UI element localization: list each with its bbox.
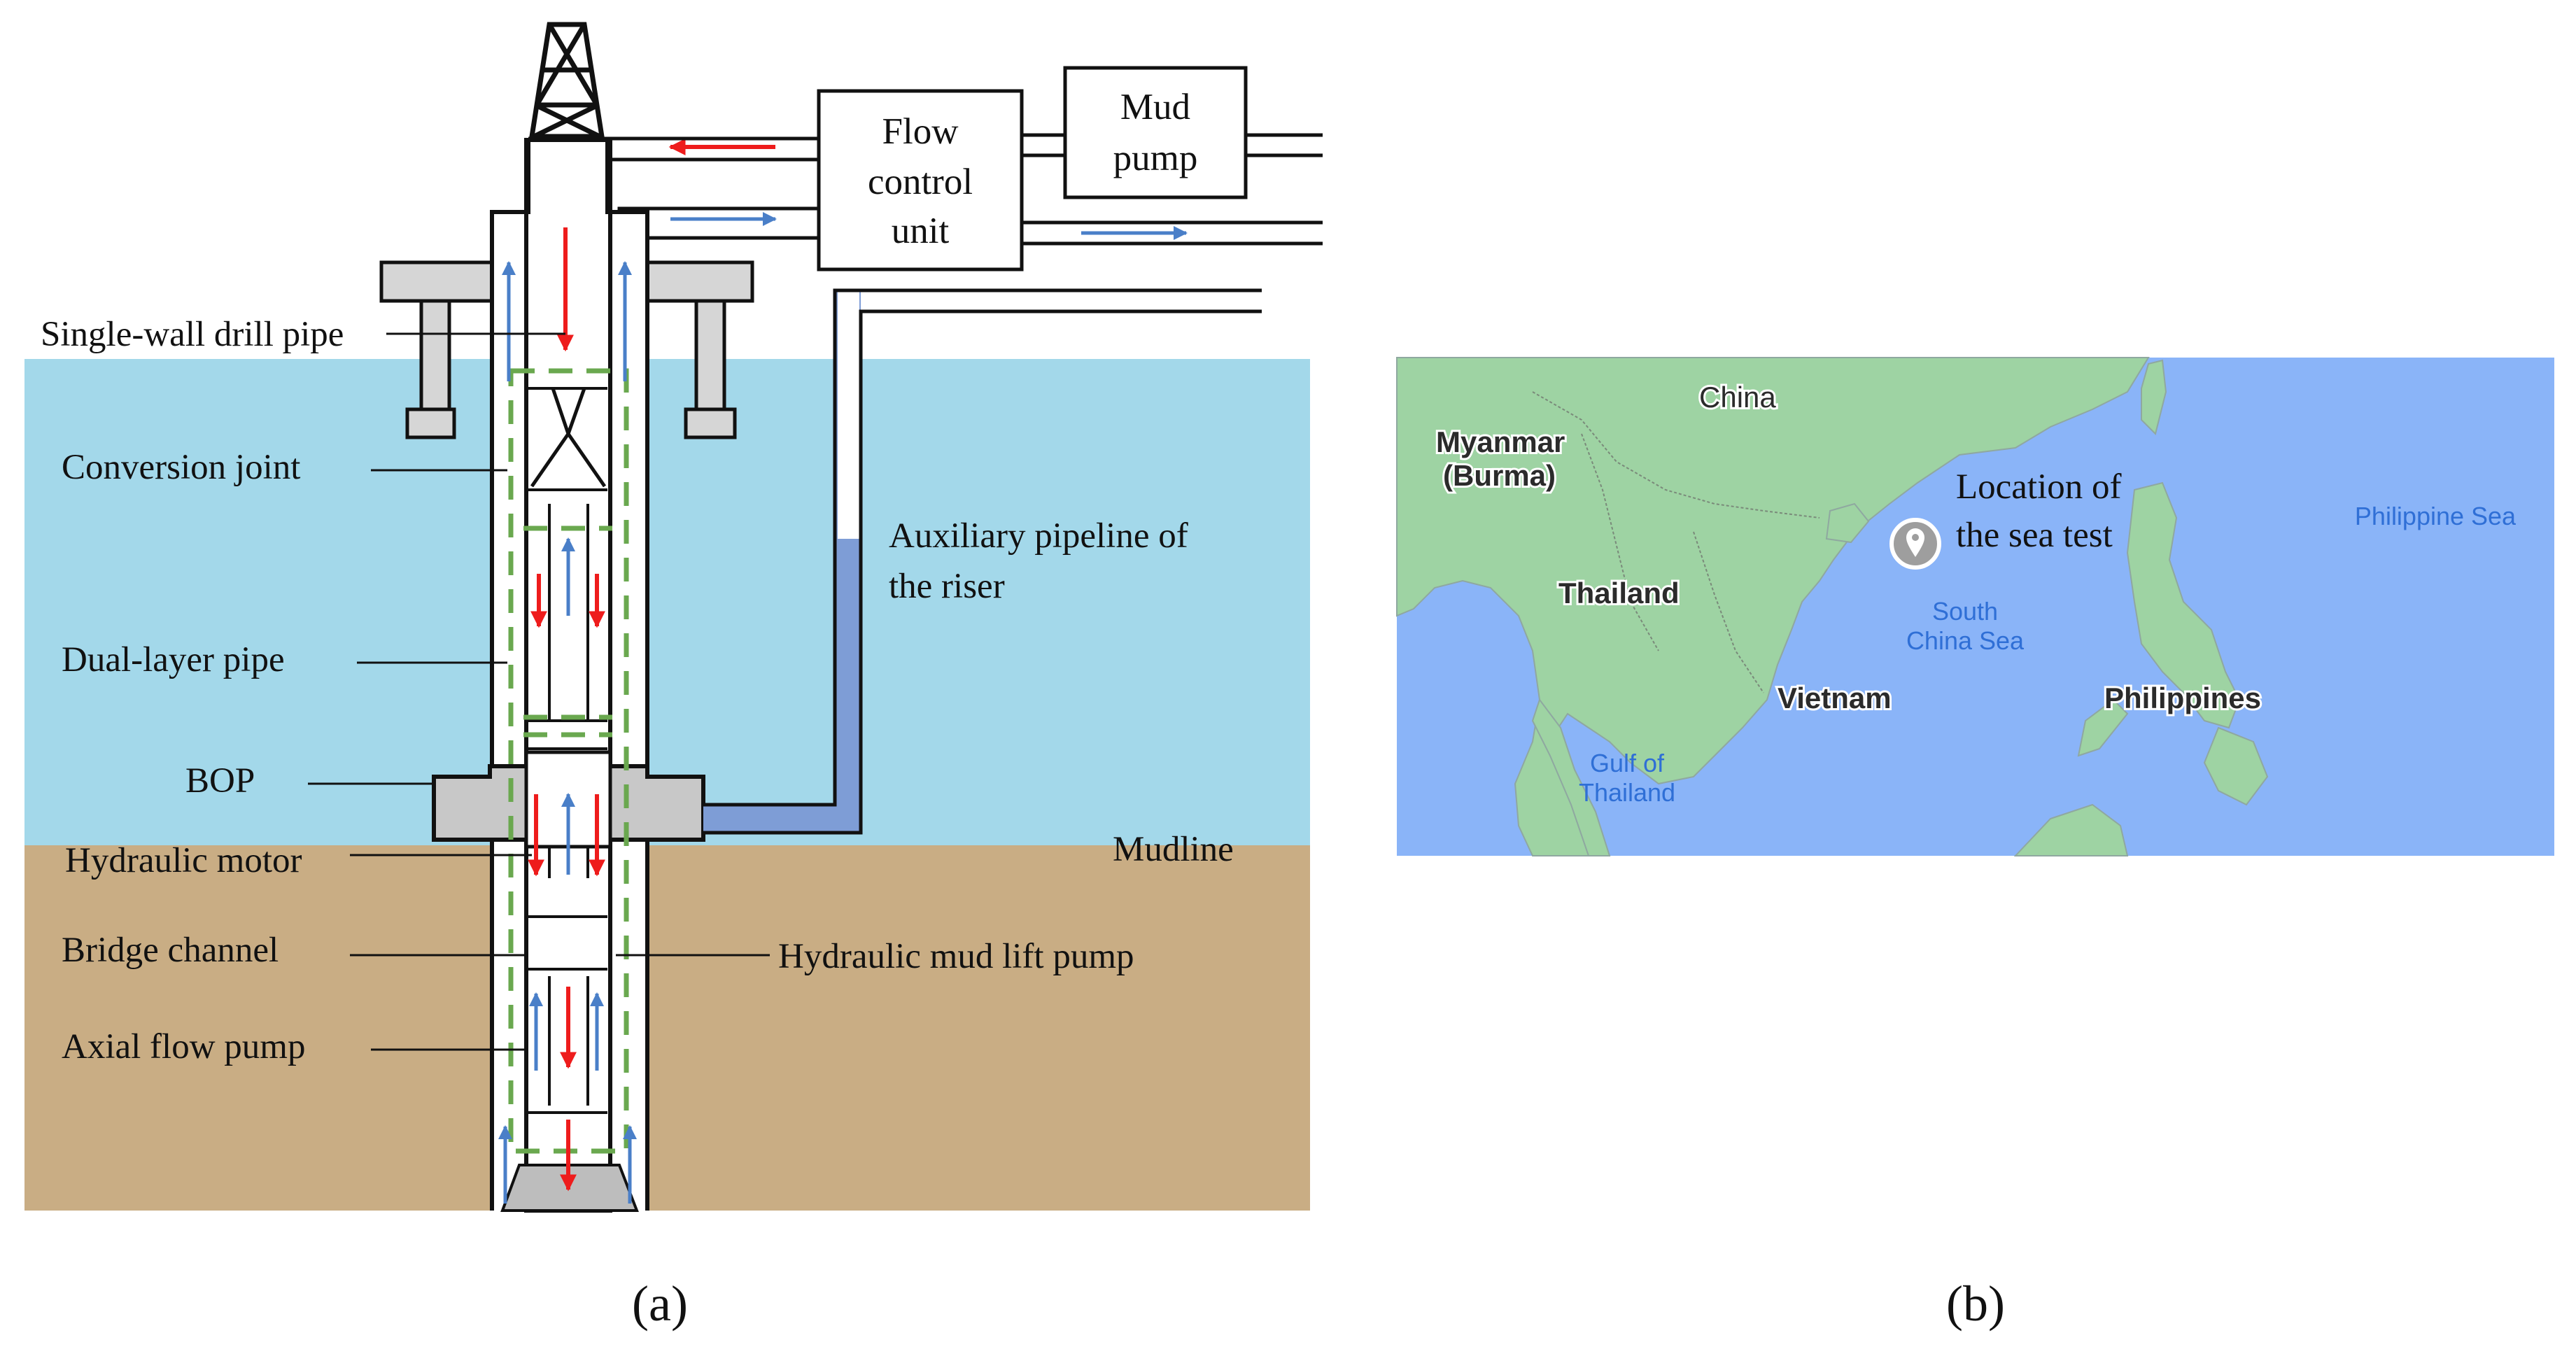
flow-control-unit: Flow control unit <box>817 89 1024 271</box>
map-label-vietnam: Vietnam <box>1778 682 1892 714</box>
label-hydraulic-motor: Hydraulic motor <box>65 841 302 880</box>
label-axial-flow-pump: Axial flow pump <box>62 1027 305 1066</box>
derrick-icon <box>528 22 605 139</box>
leader-lines <box>308 332 770 1051</box>
label-mudline: Mudline <box>1113 830 1234 869</box>
caption-b: (b) <box>1946 1276 2005 1332</box>
flow-control-line-1: Flow <box>882 111 959 152</box>
surface-piping <box>528 133 1323 262</box>
flow-control-line-2: control <box>868 162 973 202</box>
location-pin-icon <box>1889 518 1941 570</box>
map-label-south-china-sea-line-2: China Sea <box>1906 626 2025 655</box>
label-bridge-channel: Bridge channel <box>62 931 279 970</box>
map-label-gulf-of-thailand-line-2: Thailand <box>1579 778 1675 807</box>
mud-pump-line-2: pump <box>1113 138 1198 178</box>
label-dual-layer-pipe: Dual-layer pipe <box>62 640 285 679</box>
map-label-myanmar-line-2: (Burma) <box>1443 459 1556 492</box>
map-label-philippine-sea: Philippine Sea <box>2355 502 2517 530</box>
label-single-wall-drill-pipe: Single-wall drill pipe <box>41 315 344 354</box>
flow-control-line-3: unit <box>892 211 950 251</box>
seabed <box>24 845 1310 1211</box>
platform-support-left <box>379 260 494 439</box>
map-label-gulf-of-thailand-line-1: Gulf of <box>1590 749 1665 777</box>
flow-arrows-down <box>528 139 775 1192</box>
mud-pump: Mud pump <box>1063 66 1248 199</box>
conversion-joint-shape <box>530 388 607 488</box>
mud-pump-line-1: Mud <box>1120 87 1190 127</box>
label-bop: BOP <box>185 761 255 801</box>
map-label-south-china-sea-line-1: South <box>1932 597 1998 626</box>
map-borders <box>1532 391 1820 693</box>
map-label-china: China <box>1699 381 1776 414</box>
map-label-location-line-1: Location of <box>1956 467 2122 507</box>
sea-water <box>24 359 1310 845</box>
map-label-philippines: Philippines <box>2104 682 2261 714</box>
panel-a: Flow control unit Mud pump Single-wall d… <box>24 22 1323 1332</box>
label-conversion-joint: Conversion joint <box>62 448 300 487</box>
flow-arrows-up <box>498 212 1188 1204</box>
map-label-thailand: Thailand <box>1558 577 1680 609</box>
map-label-myanmar-line-1: Myanmar <box>1436 425 1565 458</box>
label-auxiliary-pipeline-line-2: the riser <box>889 567 1005 606</box>
caption-a: (a) <box>632 1276 688 1332</box>
label-auxiliary-pipeline-line-1: Auxiliary pipeline of <box>889 516 1188 556</box>
map-land <box>1396 357 2269 856</box>
platform-support-right <box>645 260 754 439</box>
label-hydraulic-mud-lift-pump: Hydraulic mud lift pump <box>778 937 1134 976</box>
auxiliary-pipeline <box>703 288 1262 835</box>
map-label-location-line-2: the sea test <box>1956 516 2113 555</box>
panel-b: China Myanmar (Burma) Thailand Vietnam P… <box>1396 357 2554 1332</box>
